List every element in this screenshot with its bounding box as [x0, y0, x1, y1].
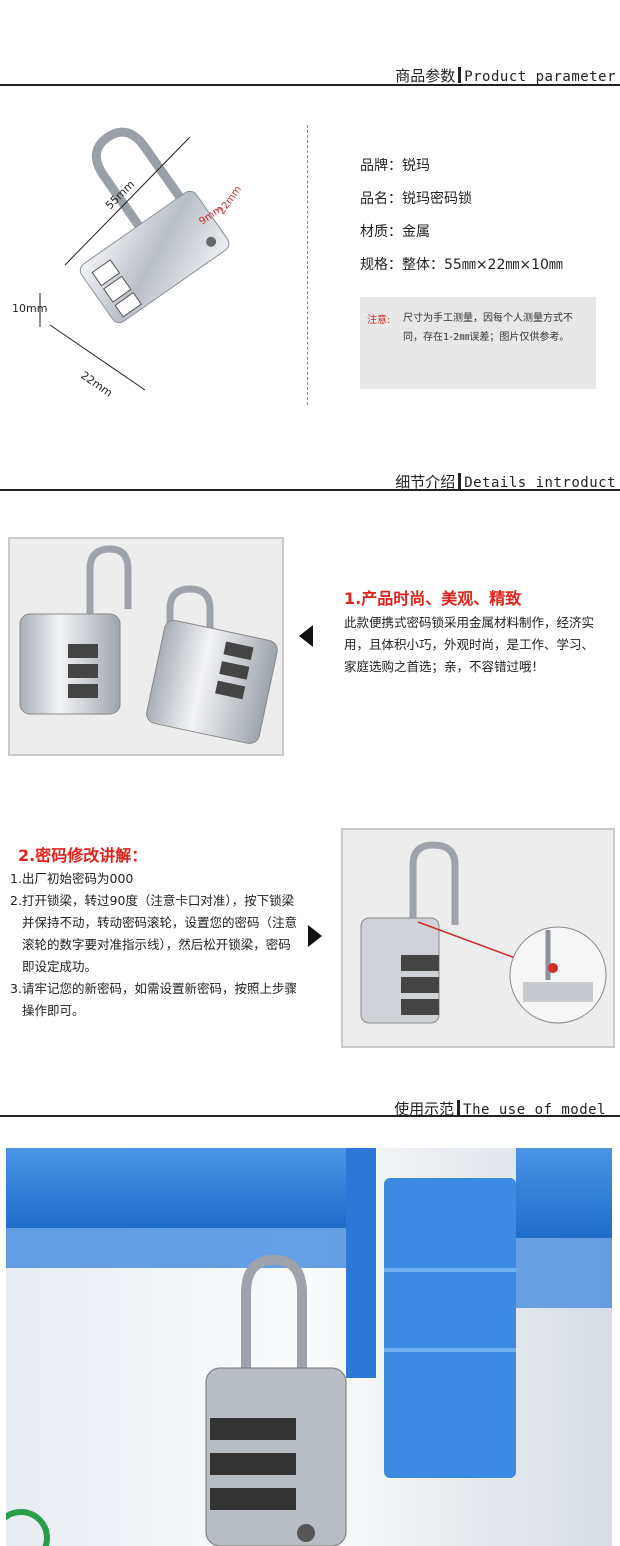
section-title: 细节介绍 Details introduct	[395, 471, 616, 492]
use-demo-illustration	[6, 1148, 612, 1546]
spec-size: 规格：整体：55㎜×22㎜×10㎜	[360, 254, 563, 274]
pointer-right-icon	[308, 925, 322, 947]
spec-label: 规格：	[360, 257, 402, 273]
feature1-title: 1.产品时尚、美观、精致	[344, 589, 522, 608]
spec-product-name: 品名：锐玛密码锁	[360, 188, 472, 208]
note-label: 注意:	[367, 315, 391, 326]
section-title: 使用示范 The use of model	[394, 1098, 606, 1119]
spec-material: 材质：金属	[360, 221, 430, 241]
section-title-cn: 使用示范	[394, 1100, 455, 1118]
password-reset-illustration	[360, 841, 607, 1024]
step-item: 1.出厂初始密码为000	[10, 868, 300, 890]
step-item: 2.打开锁梁，转过90度（注意卡口对准），按下锁梁并保持不动，转动密码滚轮，设置…	[10, 890, 300, 978]
title-divider	[458, 473, 462, 489]
two-locks-photo	[8, 537, 284, 756]
section-rule	[0, 84, 620, 86]
spec-label: 材质：	[360, 224, 402, 240]
section-rule	[0, 489, 620, 491]
step-text: 请牢记您的新密码，如需设置新密码，按照上步骤操作即可。	[22, 981, 298, 1018]
step-number: 3.	[10, 981, 22, 996]
spec-label: 品名：	[360, 191, 402, 207]
step-item: 3.请牢记您的新密码，如需设置新密码，按照上步骤操作即可。	[10, 978, 300, 1022]
note-text: 尺寸为手工测量，因每个人测量方式不同，存在1-2㎜误差；图片仅供参考。	[403, 313, 573, 343]
section-title-cn: 细节介绍	[395, 473, 456, 491]
dim-width: 22mm	[78, 369, 114, 400]
password-steps-list: 1.出厂初始密码为000 2.打开锁梁，转过90度（注意卡口对准），按下锁梁并保…	[10, 868, 300, 1022]
title-divider	[458, 67, 462, 83]
use-demo-photo	[6, 1148, 612, 1546]
step-text: 打开锁梁，转过90度（注意卡口对准），按下锁梁并保持不动，转动密码滚轮，设置您的…	[22, 893, 298, 974]
lock-dimension-drawing: 55mm 22mm 10mm 22mm 9mm	[12, 127, 244, 400]
pointer-left-icon	[299, 625, 313, 647]
lock-dimension-image: 55mm 22mm 10mm 22mm 9mm	[10, 115, 300, 405]
note-box: 注意: 尺寸为手工测量，因每个人测量方式不同，存在1-2㎜误差；图片仅供参考。	[360, 297, 596, 389]
spec-value: 锐玛	[402, 158, 430, 174]
spec-label: 品牌：	[360, 158, 402, 174]
section-title-cn: 商品参数	[395, 67, 456, 85]
step-text: 出厂初始密码为000	[22, 871, 134, 886]
section-title-en: Details introduct	[464, 475, 616, 491]
spec-divider	[307, 125, 308, 405]
section-rule	[0, 1115, 620, 1117]
password-reset-photo	[341, 828, 615, 1048]
spec-value: 金属	[402, 224, 430, 240]
two-locks-illustration	[19, 545, 278, 744]
title-divider	[457, 1100, 461, 1116]
feature1-body: 此款便携式密码锁采用金属材料制作，经济实用，且体积小巧，外观时尚，是工作、学习、…	[344, 615, 595, 674]
section-title: 商品参数 Product parameter	[395, 65, 616, 86]
spec-value: 锐玛密码锁	[402, 191, 472, 207]
spec-brand: 品牌：锐玛	[360, 155, 430, 175]
section-title-en: Product parameter	[464, 69, 616, 85]
step-number: 1.	[10, 871, 22, 886]
step-number: 2.	[10, 893, 22, 908]
dim-height: 10mm	[12, 302, 47, 315]
feature2-title: 2.密码修改讲解：	[18, 846, 148, 865]
spec-value: 整体：55㎜×22㎜×10㎜	[402, 257, 563, 273]
section-title-en: The use of model	[463, 1102, 606, 1118]
